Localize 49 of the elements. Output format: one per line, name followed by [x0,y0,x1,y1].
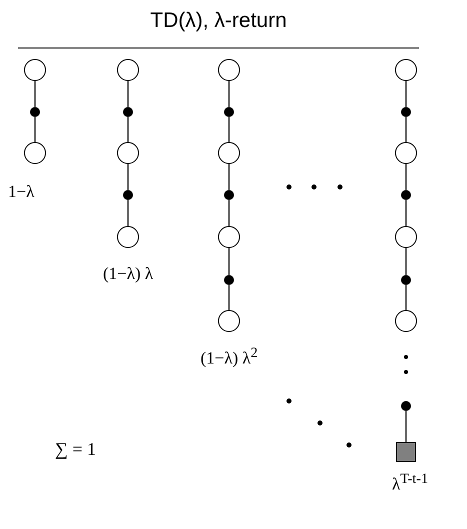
connector-line [34,117,36,142]
connector-line [228,117,230,142]
connector-line [127,81,129,107]
title: TD(λ), λ-return [149,10,288,31]
state-circle [395,59,417,81]
connector-line [405,117,407,142]
action-dot [224,190,234,200]
weight-label: (1−λ) λ$^{2}$ [200,346,258,367]
connector-line [228,248,230,275]
sum-label: ∑ = 1 [55,440,96,458]
action-dot [123,107,133,117]
connector-line [228,81,230,107]
action-dot [224,107,234,117]
action-dot [401,190,411,200]
action-dot [401,275,411,285]
connector-line [405,285,407,310]
state-circle [117,59,139,81]
state-circle [218,142,240,164]
state-circle [218,226,240,248]
connector-line [127,164,129,190]
state-circle [218,59,240,81]
state-circle [117,226,139,248]
connector-line [127,117,129,142]
state-circle [24,142,46,164]
action-dot [30,107,40,117]
action-dot [401,401,411,411]
weight-label: λ$^{T-t-1}$ [392,472,428,493]
connector-line [405,164,407,190]
connector-line [405,248,407,275]
state-circle [395,142,417,164]
connector-line [34,81,36,107]
weight-label: (1−λ) λ [103,265,154,282]
connector-line [228,164,230,190]
connector-line [228,285,230,310]
action-dot [401,107,411,117]
weight-label: 1−λ [8,183,34,200]
state-circle [24,59,46,81]
state-circle [117,142,139,164]
terminal-square [396,442,416,462]
state-circle [218,310,240,332]
action-dot [123,190,133,200]
state-circle [395,310,417,332]
connector-line [228,200,230,226]
connector-line [405,81,407,107]
connector-line [405,200,407,226]
action-dot [224,275,234,285]
connector-line [405,411,407,442]
connector-line [127,200,129,226]
state-circle [395,226,417,248]
